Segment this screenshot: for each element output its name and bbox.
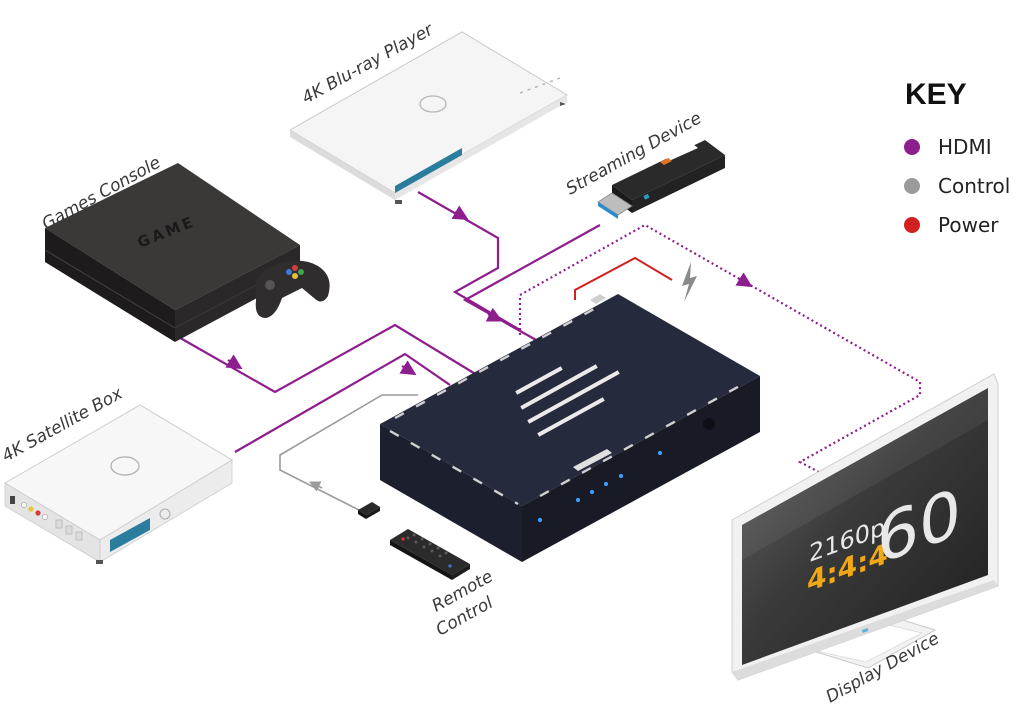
hdmi-cable-bluray — [417, 191, 521, 331]
power-bolt-icon — [682, 262, 697, 302]
legend: KEY HDMI Control Power — [904, 78, 1010, 237]
hdmi-cable-satellite — [234, 352, 451, 453]
control-cable — [279, 394, 418, 514]
hdmi-cable-games — [174, 323, 483, 394]
display-device: 2160p 4:4:4 60 — [731, 373, 999, 681]
legend-item-hdmi: HDMI — [904, 135, 992, 159]
hdmi-cable-output — [518, 223, 922, 479]
hdmi-cable-streaming — [462, 224, 601, 346]
legend-title: KEY — [905, 78, 967, 111]
legend-label-control: Control — [938, 174, 1010, 198]
legend-item-power: Power — [904, 213, 999, 237]
ir-receiver — [358, 502, 380, 519]
hdmi-cables — [174, 191, 922, 479]
legend-swatch-power — [904, 217, 920, 233]
tv-screen — [742, 388, 988, 665]
hdmi-switch — [380, 294, 760, 562]
power-cable — [574, 256, 673, 300]
satellite-display — [110, 518, 150, 552]
streaming-device — [597, 140, 725, 219]
legend-label-hdmi: HDMI — [938, 135, 992, 159]
legend-label-power: Power — [938, 213, 999, 237]
legend-item-control: Control — [904, 174, 1010, 198]
legend-swatch-hdmi — [904, 139, 920, 155]
remote-control — [390, 529, 470, 580]
gamepad-icon — [255, 260, 330, 318]
bluray-tray — [395, 148, 462, 193]
legend-swatch-control — [904, 178, 920, 194]
satellite-box — [4, 404, 233, 564]
ir-sensor — [703, 418, 715, 430]
bluray-player — [289, 31, 568, 204]
